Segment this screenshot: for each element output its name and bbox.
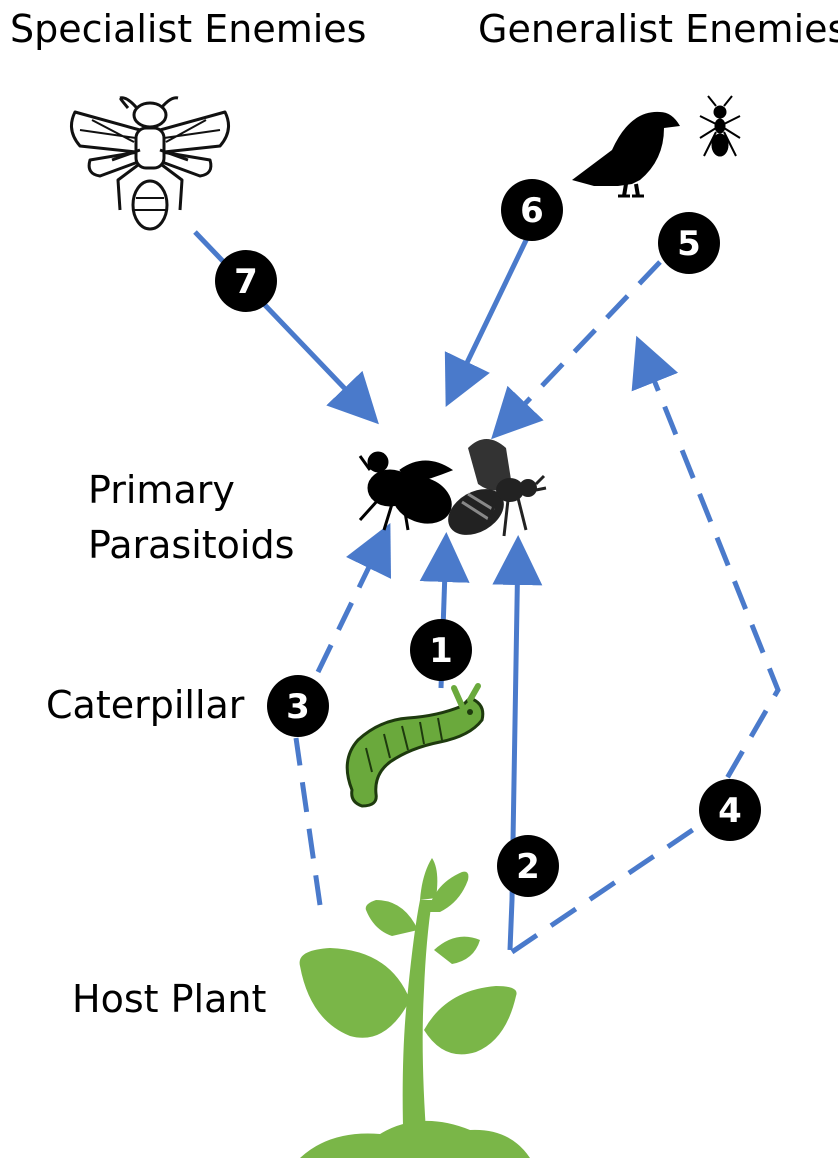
specialist-enemies-label: Specialist Enemies	[10, 7, 366, 51]
link-6-arrow	[450, 232, 530, 398]
badge-4: 4	[699, 779, 761, 841]
link-7-arrow	[195, 232, 372, 417]
host-plant-label: Host Plant	[72, 977, 266, 1021]
svg-text:7: 7	[234, 262, 258, 302]
svg-text:6: 6	[520, 191, 544, 231]
badge-7: 7	[215, 250, 277, 312]
caterpillar-label: Caterpillar	[46, 683, 245, 727]
fly-icon	[360, 452, 458, 531]
badge-2: 2	[497, 835, 559, 897]
svg-text:5: 5	[677, 224, 701, 264]
bee-icon	[440, 439, 546, 544]
parasitoids-label: Parasitoids	[88, 523, 294, 567]
svg-text:1: 1	[429, 631, 453, 671]
ant-icon	[700, 96, 740, 156]
caterpillar-icon	[347, 686, 483, 806]
badge-5: 5	[658, 212, 720, 274]
primary-label: Primary	[88, 468, 235, 512]
svg-text:4: 4	[718, 791, 742, 831]
svg-text:3: 3	[286, 687, 310, 727]
badge-1: 1	[410, 619, 472, 681]
link-5-arrow	[498, 262, 660, 432]
badge-6: 6	[501, 179, 563, 241]
wasp-outline-icon	[71, 98, 228, 229]
badge-3: 3	[267, 675, 329, 737]
generalist-enemies-label: Generalist Enemies	[478, 7, 838, 51]
svg-text:2: 2	[516, 847, 540, 887]
bird-icon	[572, 112, 680, 196]
plant-icon	[300, 858, 530, 1158]
